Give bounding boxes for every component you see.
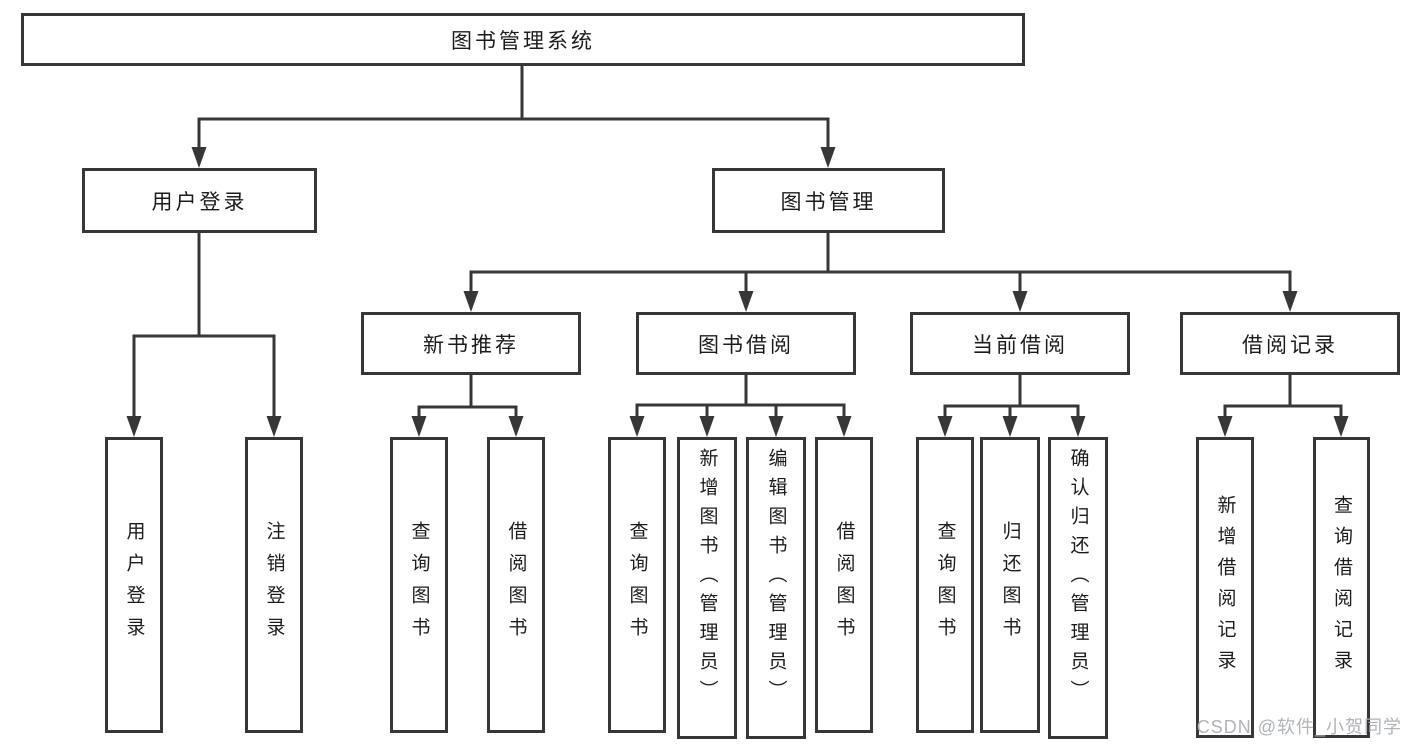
leaf-label: 新增图书（管理员） [696,448,718,709]
node-new-book-recommendation: 新书推荐 [361,312,581,375]
node-library-management-system: 图书管理系统 [21,13,1025,66]
leaf-query-books-borrowing: 查询图书 [608,437,666,733]
leaf-label: 注销登录 [263,521,285,649]
leaf-label: 归还图书 [999,521,1021,649]
node-label: 用户登录 [151,190,248,214]
leaf-label: 借阅图书 [833,521,855,649]
leaf-add-books-admin: 新增图书（管理员） [677,437,737,739]
node-current-borrowing: 当前借阅 [910,312,1130,375]
leaf-user-login: 用户登录 [105,437,163,733]
leaf-edit-books-admin: 编辑图书（管理员） [746,437,806,739]
node-label: 借阅记录 [1242,333,1338,357]
leaf-label: 查询图书 [408,521,430,649]
node-user-login: 用户登录 [82,168,317,233]
leaf-query-borrow-record: 查询借阅记录 [1313,437,1370,738]
leaf-return-books: 归还图书 [980,437,1040,733]
leaf-borrow-books-recommend: 借阅图书 [487,437,545,733]
node-label: 图书管理 [780,190,877,214]
leaf-label: 查询图书 [626,521,648,649]
leaf-add-borrow-record: 新增借阅记录 [1196,437,1254,738]
leaf-label: 借阅图书 [505,521,527,649]
node-label: 图书管理系统 [451,29,595,53]
node-book-borrowing: 图书借阅 [636,312,856,375]
csdn-watermark: CSDN @软件_小贺同学 [1196,717,1402,737]
leaf-logout: 注销登录 [245,437,303,733]
leaf-label: 确认归还（管理员） [1067,448,1089,709]
node-label: 新书推荐 [423,333,519,357]
leaf-label: 查询借阅记录 [1331,494,1352,681]
leaf-query-books-recommend: 查询图书 [390,437,448,733]
node-label: 当前借阅 [972,333,1068,357]
leaf-label: 查询图书 [934,521,956,649]
leaf-label: 编辑图书（管理员） [765,448,787,709]
leaf-label: 新增借阅记录 [1214,494,1236,681]
leaf-query-books-current: 查询图书 [916,437,974,733]
leaf-confirm-return-admin: 确认归还（管理员） [1048,437,1108,739]
node-label: 图书借阅 [698,333,794,357]
node-book-management: 图书管理 [712,168,945,233]
leaf-borrow-books-borrowing: 借阅图书 [815,437,873,733]
leaf-label: 用户登录 [123,521,145,649]
node-borrowing-records: 借阅记录 [1180,312,1400,375]
